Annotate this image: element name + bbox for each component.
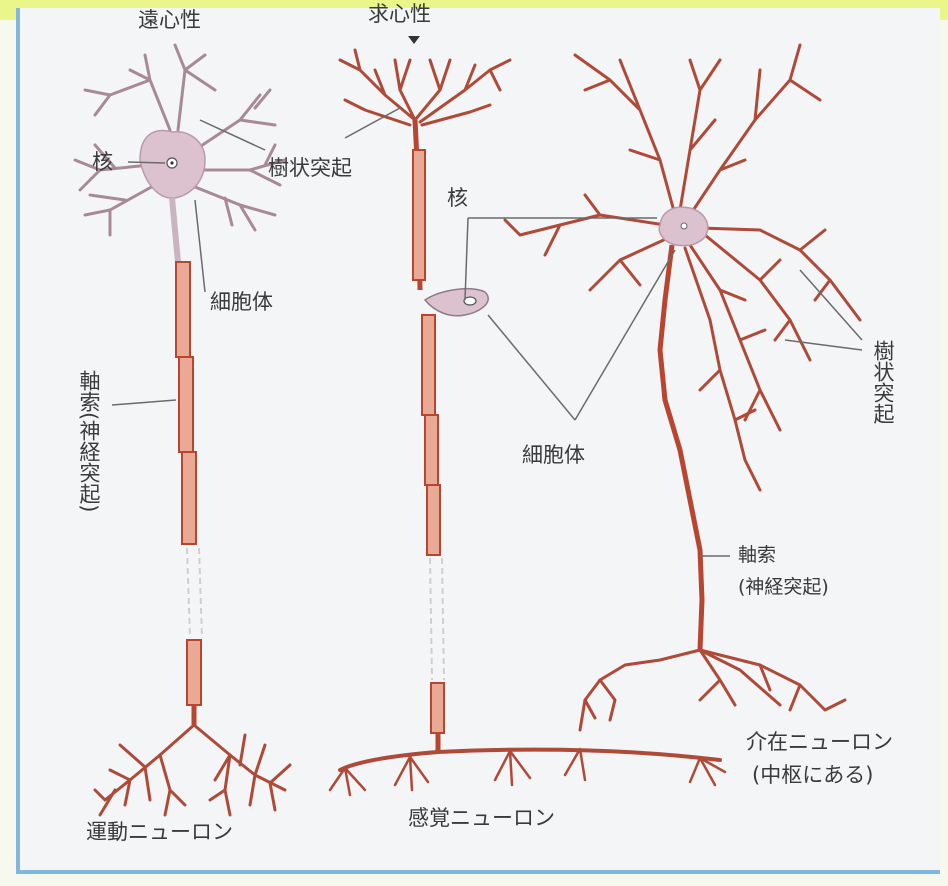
label-motor-neuron: 運動ニューロン (86, 822, 233, 843)
sensory-cell-body (425, 289, 488, 316)
label-cell-body-sensory: 細胞体 (522, 445, 585, 466)
sensory-axon (422, 315, 444, 752)
label-axon-inter-paren: (神経突起) (738, 578, 829, 597)
inter-neuron (505, 45, 860, 730)
sensory-neuron (330, 50, 725, 795)
inter-dendrites (505, 45, 860, 490)
inter-terminals (580, 650, 845, 730)
label-dendrite-inter: 樹状突起 (872, 340, 894, 424)
label-inter-neuron: 介在ニューロン (746, 732, 893, 753)
sensory-myelin-upper (413, 150, 425, 280)
label-axon-motor: 軸索(神経突起) (78, 370, 100, 512)
pointer-lines (112, 108, 862, 556)
label-cell-body-motor: 細胞体 (210, 292, 273, 313)
label-sensory-neuron: 感覚ニューロン (408, 808, 555, 829)
label-nucleus-sensory: 核 (447, 188, 468, 209)
label-centripetal: 遠心性 (138, 10, 201, 31)
motor-axon (176, 262, 202, 725)
sensory-dendrites (340, 50, 510, 125)
label-nucleus-motor: 核 (92, 152, 113, 173)
label-afferent: 求心性 (368, 4, 431, 25)
label-axon-inter: 軸索 (738, 546, 776, 565)
label-inter-location: (中枢にある) (752, 765, 873, 786)
arrow-down-icon (408, 36, 420, 44)
sensory-terminal-branch (340, 750, 720, 770)
label-dendrite-center: 樹状突起 (268, 158, 352, 179)
inter-axon (660, 245, 702, 650)
motor-terminals (95, 725, 290, 815)
